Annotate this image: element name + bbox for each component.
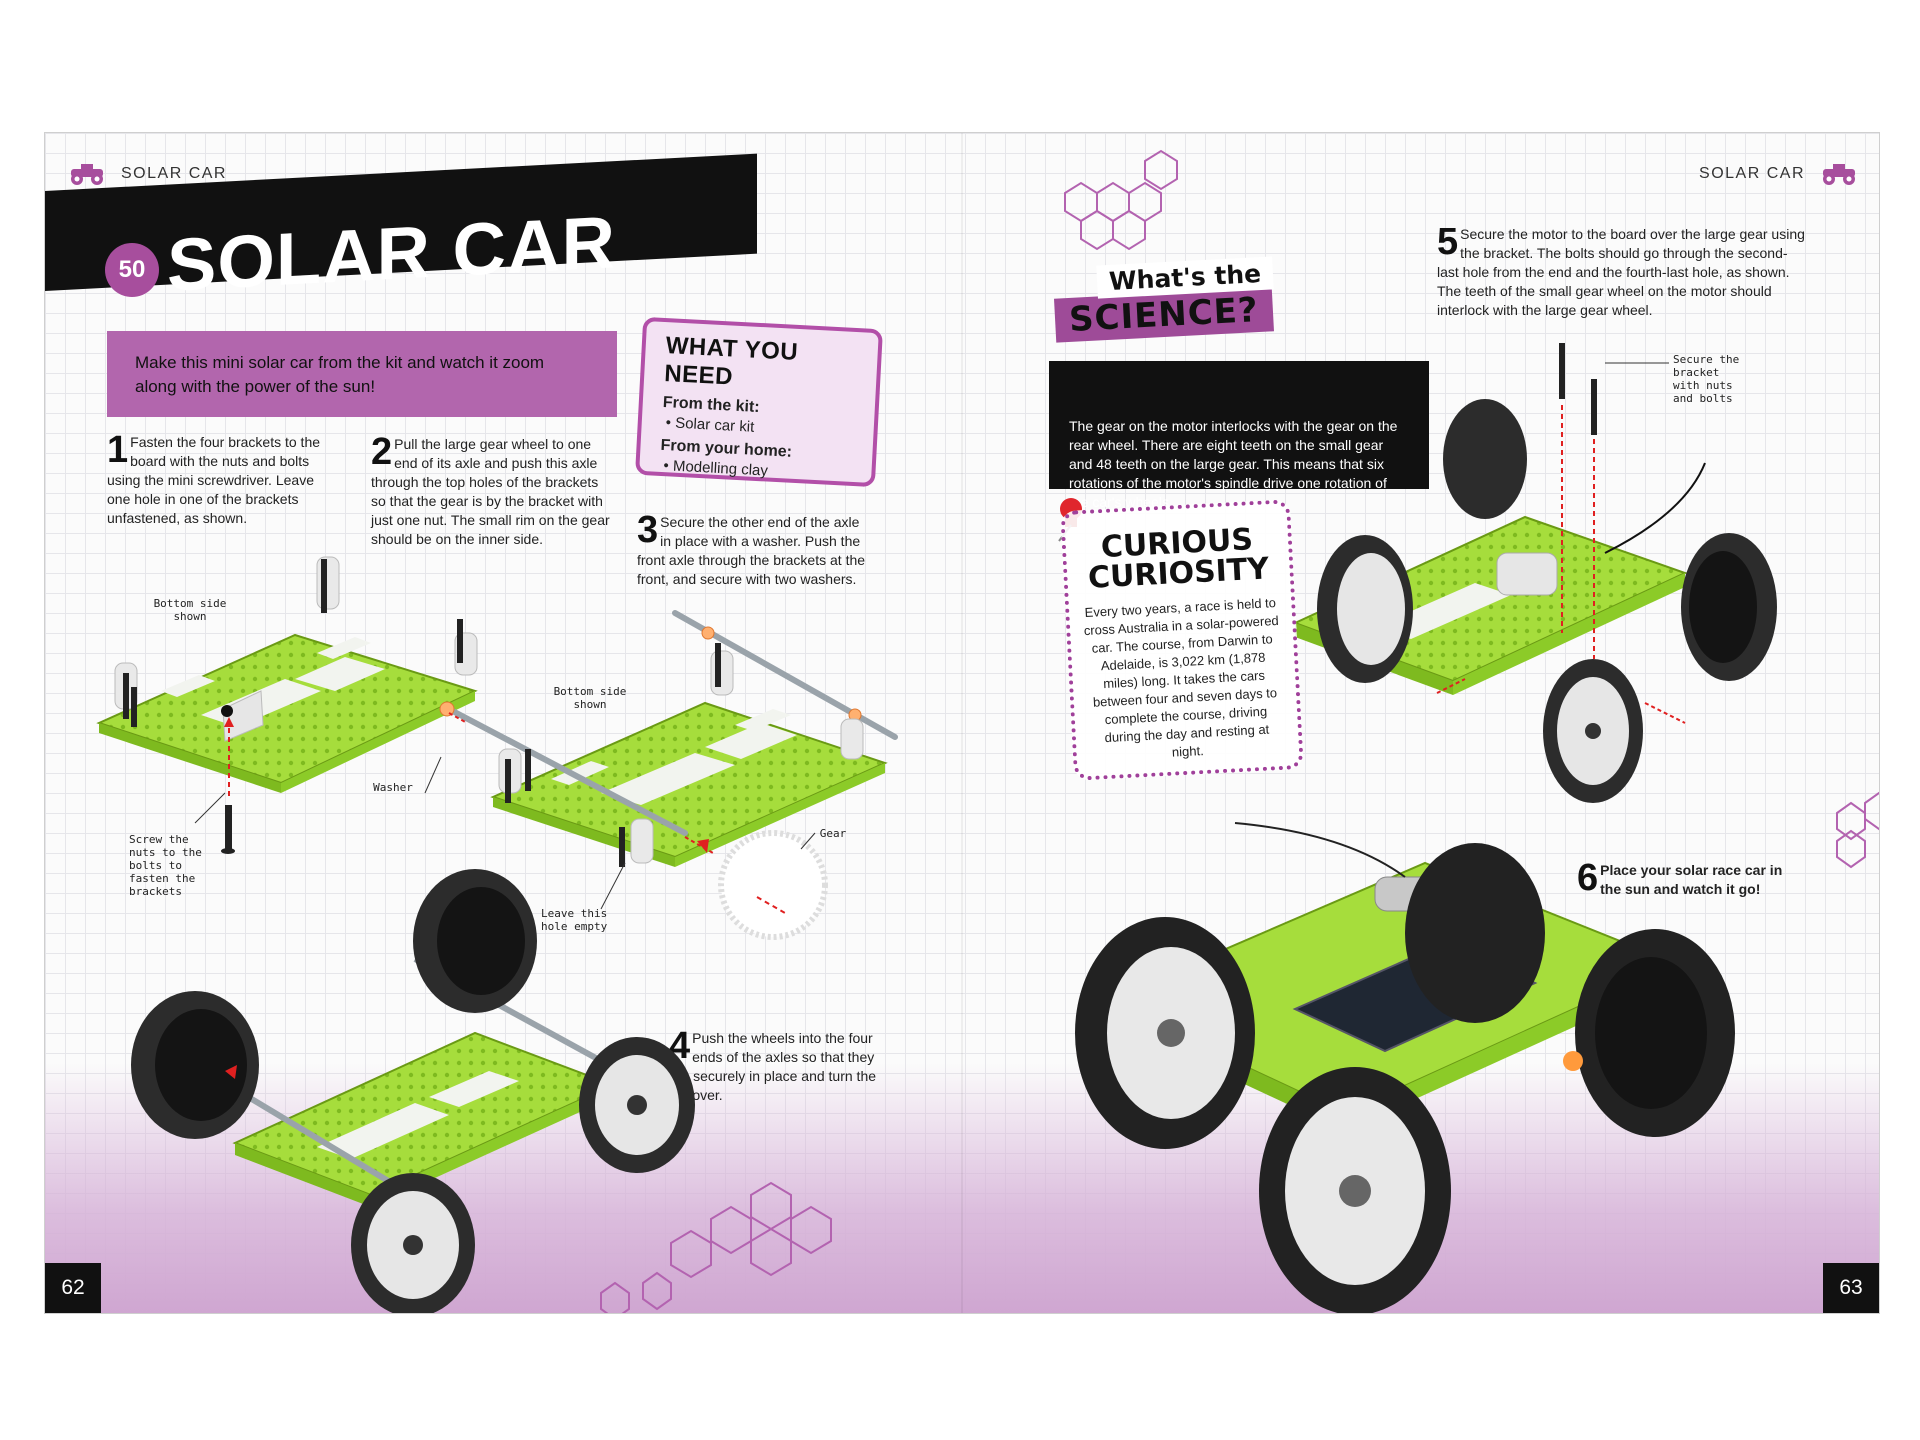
step-text: Place your solar race car in the sun and… [1600,862,1783,897]
label-screw-nuts: Screw the nuts to the bolts to fasten th… [129,833,202,898]
curiosity-title: CURIOUS CURIOSITY [1087,522,1270,596]
step-number: 2 [371,431,393,473]
page-gutter [961,133,963,1313]
label-bottom-side: Bottom side shown [153,597,227,623]
curious-curiosity-box: CURIOUS CURIOSITY Every two years, a rac… [1060,499,1304,781]
label-gear: Gear [819,827,847,840]
page-number-left: 62 [45,1263,101,1313]
step-number: 5 [1437,221,1459,263]
science-text: The gear on the motor interlocks with th… [1069,418,1398,510]
step-4: 4 Push the wheels into the four ends of … [669,1027,879,1105]
step-number: 6 [1577,857,1599,899]
label-bottom-side: Bottom side shown [553,685,627,711]
label-secure-bracket: Secure the bracket with nuts and bolts [1673,353,1740,405]
step6-finished-car [1075,822,1735,1313]
step-2: 2 Pull the large gear wheel to one end o… [371,431,611,549]
curiosity-text: Every two years, a race is held to cross… [1083,595,1280,760]
car-icon [1823,164,1855,185]
step-1: 1 Fasten the four brackets to the board … [107,429,339,528]
step-number: 1 [107,429,129,471]
running-head-left: SOLAR CAR [121,165,227,182]
step-6: 6 Place your solar race car in the sun a… [1577,857,1787,899]
step-text: Push the wheels into the four ends of th… [669,1030,877,1103]
step-3: 3 Secure the other end of the axle in pl… [637,509,867,589]
hexagon-decoration [1836,791,1879,869]
step-text: Fasten the four brackets to the board wi… [107,434,321,526]
label-washer: Washer [373,781,413,794]
label-leave-hole: Leave this hole empty [541,907,608,933]
step-number: 3 [637,509,659,551]
step-text: Secure the other end of the axle in plac… [637,514,866,587]
step4-car-assembly [131,869,695,1313]
step-text: Pull the large gear wheel to one end of … [371,436,610,547]
step5-motor-assembly [1292,343,1777,803]
hexagon-decoration [1064,149,1178,251]
step2-3-board [424,610,898,940]
book-spread: SOLAR CAR SOLAR CAR 50 SOLAR CAR Make th… [44,132,1880,1314]
page-number-right: 63 [1823,1263,1879,1313]
science-box: The gear on the motor interlocks with th… [1049,361,1429,510]
running-head-right: SOLAR CAR [1699,165,1805,182]
step-5: 5 Secure the motor to the board over the… [1437,221,1807,320]
project-number-badge: 50 [105,243,159,297]
hexagon-decoration [600,1181,832,1313]
step1-board [96,556,478,854]
car-icon [71,164,103,185]
illustrations [96,149,1879,1313]
step-text: Secure the motor to the board over the l… [1437,226,1805,318]
intro-box: Make this mini solar car from the kit an… [107,331,617,417]
